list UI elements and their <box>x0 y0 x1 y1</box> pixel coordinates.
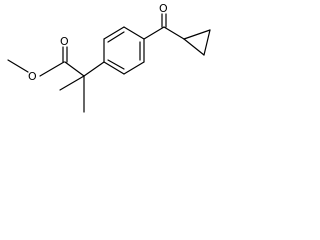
cyclopropyl-ketone-group: O <box>143 2 211 56</box>
ester-oxygen-label: O <box>28 70 37 83</box>
cyclopropyl-bond-2 <box>203 29 211 56</box>
bond-oxygen-carbonyl <box>39 61 65 77</box>
ring-bond-6 <box>103 61 125 75</box>
ring-inner-double-3 <box>107 59 125 70</box>
carbonyl-oxygen-label: O <box>60 35 69 48</box>
bond-methyl-left <box>59 75 85 91</box>
bond-carbonyl-quaternary <box>64 61 85 77</box>
bond-ketone-cyclopropyl <box>163 26 185 40</box>
benzene-ring <box>103 26 145 75</box>
cyclopropyl-bond-3 <box>183 38 205 56</box>
gem-dimethyl-group <box>59 61 105 113</box>
ring-bond-3 <box>123 26 145 40</box>
bond-quaternary-ring <box>83 61 105 77</box>
methyl-ester-group: O O <box>7 35 85 83</box>
ring-bond-2 <box>103 26 125 40</box>
cyclopropyl-bond-1 <box>183 29 211 40</box>
ketone-oxygen-label: O <box>159 2 168 15</box>
chemical-structure: O O O <box>7 2 211 113</box>
bond-ring-ketone <box>143 26 165 40</box>
ring-inner-double-1 <box>107 31 125 43</box>
ring-bond-5 <box>123 61 145 75</box>
bond-methyl-oxygen <box>7 59 29 73</box>
